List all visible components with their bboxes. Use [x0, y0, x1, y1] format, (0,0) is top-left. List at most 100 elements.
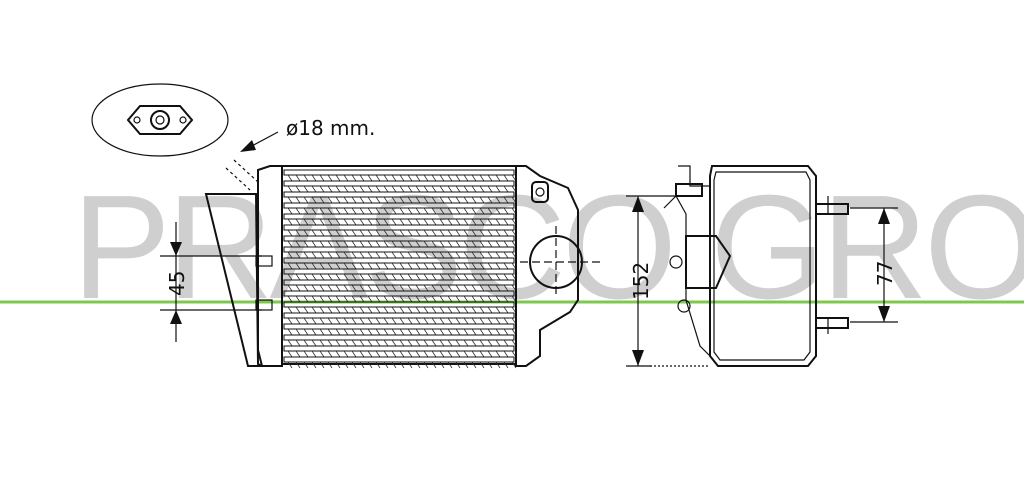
fin-line [287, 240, 293, 248]
fin-line [471, 229, 477, 237]
fin-line [303, 339, 309, 347]
fin-line [311, 284, 317, 292]
fin-line [439, 339, 445, 347]
fin-line [487, 284, 493, 292]
fin-line [455, 196, 461, 204]
fin-line [503, 229, 509, 237]
fin-line [375, 361, 381, 369]
core-tube [283, 169, 515, 176]
fin-line [367, 185, 373, 193]
fin-line [311, 328, 317, 336]
fin-line [399, 262, 405, 270]
fin-line [343, 284, 349, 292]
fin-line [503, 174, 509, 182]
fin-line [327, 229, 333, 237]
fin-line [303, 328, 309, 336]
fin-line [343, 361, 349, 369]
fin-line [471, 361, 477, 369]
fin-line [399, 240, 405, 248]
fin-line [463, 262, 469, 270]
fin-line [375, 317, 381, 325]
fin-line [399, 196, 405, 204]
fin-line [303, 196, 309, 204]
fin-line [439, 229, 445, 237]
fin-line [479, 306, 485, 314]
fin-line [463, 361, 469, 369]
fin-line [351, 306, 357, 314]
fin-line [479, 328, 485, 336]
fin-line [399, 185, 405, 193]
fin-line [359, 306, 365, 314]
fin-line [319, 174, 325, 182]
fin-line [335, 251, 341, 259]
fin-line [447, 317, 453, 325]
fin-line [383, 240, 389, 248]
fin-line [351, 273, 357, 281]
fin-line [471, 350, 477, 358]
fin-line [343, 229, 349, 237]
fin-line [503, 207, 509, 215]
fin-line [359, 218, 365, 226]
fin-line [439, 306, 445, 314]
fin-line [399, 207, 405, 215]
fin-line [415, 207, 421, 215]
fin-line [431, 284, 437, 292]
fin-line [479, 262, 485, 270]
fin-line [327, 196, 333, 204]
fin-line [343, 251, 349, 259]
fin-line [439, 328, 445, 336]
fin-line [503, 350, 509, 358]
fin-line [455, 218, 461, 226]
fin-line [295, 361, 301, 369]
fin-line [391, 207, 397, 215]
fin-line [439, 251, 445, 259]
fin-line [503, 328, 509, 336]
fin-line [383, 306, 389, 314]
fin-line [471, 262, 477, 270]
fin-line [495, 361, 501, 369]
fin-line [311, 196, 317, 204]
fin-line [303, 284, 309, 292]
fin-line [471, 328, 477, 336]
fin-line [351, 317, 357, 325]
fin-line [287, 185, 293, 193]
fin-line [327, 284, 333, 292]
fin-line [383, 251, 389, 259]
fin-line [463, 339, 469, 347]
fin-line [383, 284, 389, 292]
fin-line [399, 229, 405, 237]
fin-line [327, 361, 333, 369]
fin-line [415, 317, 421, 325]
fin-line [447, 196, 453, 204]
fin-line [335, 185, 341, 193]
fin-line [319, 185, 325, 193]
fin-line [399, 306, 405, 314]
fin-line [335, 240, 341, 248]
fin-line [471, 306, 477, 314]
fin-line [415, 229, 421, 237]
fin-line [375, 185, 381, 193]
fin-line [455, 339, 461, 347]
fin-line [295, 262, 301, 270]
fin-line [311, 174, 317, 182]
fin-line [295, 306, 301, 314]
fin-line [439, 174, 445, 182]
intercooler-front-view [204, 159, 600, 369]
fin-line [479, 229, 485, 237]
fin-line [487, 361, 493, 369]
fin-line [335, 174, 341, 182]
fin-line [383, 328, 389, 336]
fin-line [335, 295, 341, 303]
fin-line [407, 251, 413, 259]
fin-line [367, 251, 373, 259]
fin-line [439, 350, 445, 358]
fin-line [455, 185, 461, 193]
fin-line [319, 284, 325, 292]
fin-line [415, 262, 421, 270]
fin-line [287, 350, 293, 358]
fin-line [447, 295, 453, 303]
fin-line [343, 306, 349, 314]
fin-line [503, 295, 509, 303]
fin-line [327, 295, 333, 303]
fin-line [407, 295, 413, 303]
